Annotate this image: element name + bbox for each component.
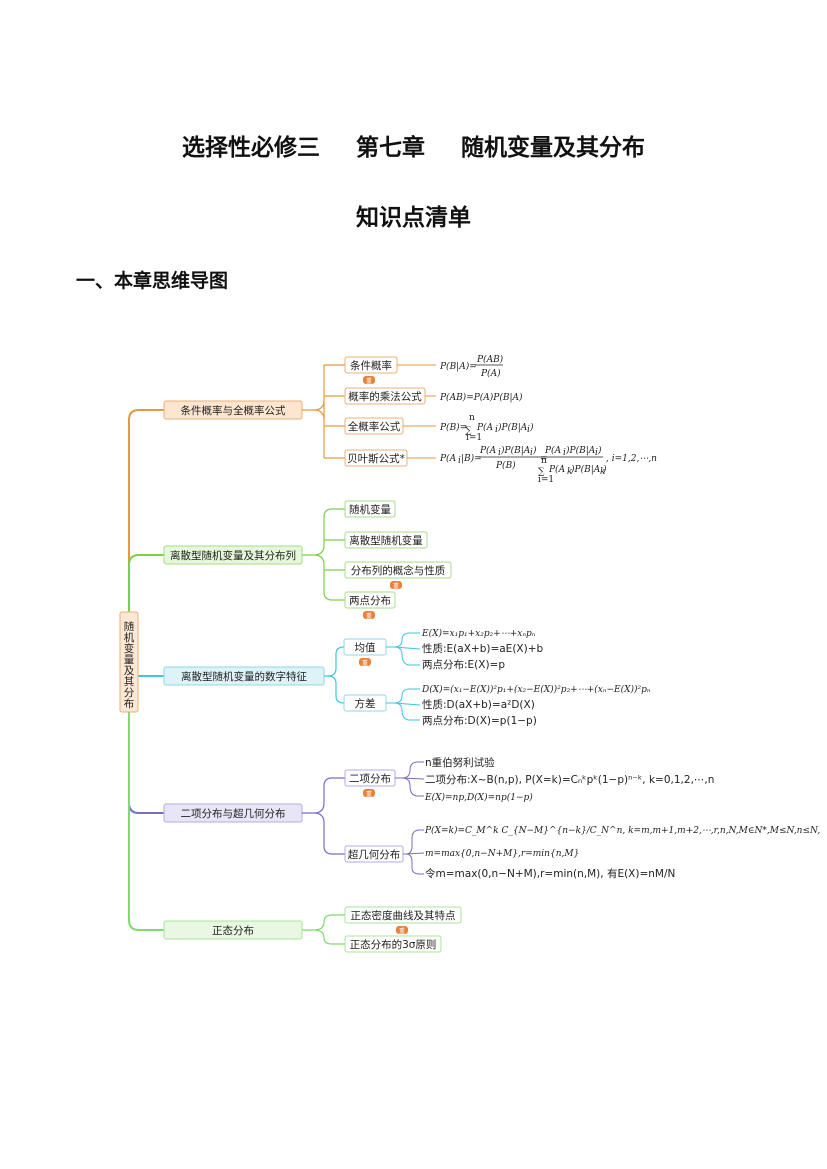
svg-text:∑: ∑ (538, 467, 545, 477)
svg-text:P(A: P(A (544, 445, 562, 456)
branch-binomial-hypergeometric: 二项分布与超几何分布 二项分布 重 n重伯努利试验 二项分布:X~B(n,p),… (163, 756, 820, 880)
svg-text:): ) (529, 422, 534, 433)
svg-text:重: 重 (393, 582, 399, 590)
item-label: 离散型随机变量 (349, 534, 423, 547)
section-heading: 一、本章思维导图 (76, 270, 229, 292)
branch-label: 正态分布 (212, 924, 254, 937)
item-label: 随机变量 (349, 503, 391, 516)
root-label: 随机变量及其分布 (124, 620, 135, 710)
svg-text:i: i (530, 448, 533, 458)
svg-text:i=1: i=1 (466, 433, 482, 443)
svg-text:): ) (597, 445, 602, 456)
item-label: 分布列的概念与性质 (351, 564, 446, 577)
formula-binomial-mean: E(X)=np,D(X)=np(1−p) (424, 792, 533, 803)
document-title: 选择性必修三 第七章 随机变量及其分布 (0, 128, 827, 162)
formula-binomial: 二项分布:X~B(n,p), P(X=k)=Cₙᵏpᵏ(1−p)ⁿ⁻ᵏ, k=0… (425, 774, 714, 786)
badge-text: 重 (366, 377, 372, 385)
title-part-course: 选择性必修三 (182, 134, 320, 161)
branch-discrete-distribution: 离散型随机变量及其分布列 随机变量 离散型随机变量 分布列的概念与性质 重 两点… (163, 500, 452, 620)
formula-variance-property: 性质:D(aX+b)=a²D(X) (422, 698, 535, 711)
item-label: 二项分布 (349, 773, 391, 785)
formula-total-probability: P(B)= (439, 422, 467, 433)
svg-text:∑: ∑ (465, 426, 472, 436)
svg-text:i: i (595, 448, 598, 458)
svg-text:i: i (563, 448, 566, 458)
svg-text:P(A): P(A) (480, 368, 501, 379)
svg-text:重: 重 (399, 927, 405, 935)
badge-icon (359, 658, 371, 666)
title-part-chapter: 第七章 (356, 134, 425, 161)
branch-conditional-probability: 条件概率与全概率公式 条件概率 重 P(B|A)= P(AB) P(A) 概率的… (163, 354, 657, 485)
badge-icon (363, 789, 375, 797)
svg-text:)P(B|A: )P(B|A (565, 445, 596, 456)
svg-text:重: 重 (362, 659, 368, 667)
svg-text:n: n (541, 456, 547, 466)
svg-text:): ) (532, 445, 537, 456)
formula-variance-two-point: 两点分布:D(X)=p(1−p) (422, 715, 537, 727)
root-node (119, 611, 139, 713)
branch-numerical-characteristics: 离散型随机变量的数字特征 均值 重 E(X)=x₁p₁+x₂p₂+⋯+xₙpₙ … (163, 628, 651, 727)
branch-label: 条件概率与全概率公式 (181, 404, 286, 417)
svg-text:)P(B|A: )P(B|A (497, 422, 528, 433)
item-label: 两点分布 (349, 595, 391, 607)
svg-text:P(A: P(A (548, 464, 566, 475)
bernoulli-trial: n重伯努利试验 (425, 756, 495, 769)
document-subtitle: 知识点清单 (356, 204, 471, 231)
svg-text:)P(B|A: )P(B|A (500, 445, 531, 456)
formula-mean-property: 性质:E(aX+b)=aE(X)+b (422, 642, 544, 655)
branch-normal-distribution: 正态分布 正态密度曲线及其特点 重 正态分布的3σ原则 (163, 906, 462, 953)
item-label: 贝叶斯公式* (347, 452, 405, 465)
svg-text:P(B): P(B) (495, 460, 516, 471)
formula-bayes: P(A (439, 453, 457, 464)
item-label: 方差 (355, 697, 376, 710)
root-connectors (128, 409, 164, 931)
svg-text:k: k (600, 467, 605, 477)
branch-label: 离散型随机变量的数字特征 (181, 670, 307, 683)
item-label: 全概率公式 (348, 420, 401, 433)
formula-mean-two-point: 两点分布:E(X)=p (422, 659, 505, 671)
svg-text:i=1: i=1 (538, 475, 554, 485)
formula-hypergeometric-mean: 令m=max(0,n−N+M),r=min(n,M), 有E(X)=nM/N (425, 867, 675, 880)
svg-text:i: i (498, 448, 501, 458)
formula-mean: E(X)=x₁p₁+x₂p₂+⋯+xₙpₙ (421, 628, 536, 639)
item-label: 条件概率 (350, 359, 392, 372)
svg-text:n: n (469, 413, 475, 423)
item-label: 正态分布的3σ原则 (350, 938, 437, 951)
svg-text:重: 重 (366, 790, 372, 798)
svg-text:P(AB): P(AB) (476, 354, 504, 365)
item-label: 均值 (355, 641, 376, 654)
svg-text:P(A: P(A (476, 422, 494, 433)
svg-text:): ) (602, 464, 607, 475)
formula-hypergeometric: P(X=k)=C_M^k C_{N−M}^{n−k}/C_N^n, k=m,m+… (424, 825, 820, 836)
branch-label: 离散型随机变量及其分布列 (170, 549, 296, 562)
svg-text:=: = (540, 454, 548, 464)
svg-text:i: i (458, 456, 461, 466)
badge-icon (390, 581, 402, 589)
svg-text:重: 重 (366, 612, 372, 620)
badge-icon (363, 611, 375, 619)
svg-text:k: k (567, 467, 572, 477)
branch-label: 二项分布与超几何分布 (181, 807, 286, 820)
svg-text:i: i (527, 425, 530, 435)
formula-multiplication: P(AB)=P(A)P(B|A) (439, 392, 523, 403)
svg-text:|B)=: |B)= (461, 453, 482, 464)
item-label: 正态密度曲线及其特点 (351, 909, 456, 922)
badge-icon (363, 376, 375, 384)
item-label: 概率的乘法公式 (348, 390, 422, 403)
svg-text:)P(B|A: )P(B|A (570, 464, 601, 475)
title-part-topic: 随机变量及其分布 (461, 134, 645, 161)
svg-text:i: i (495, 425, 498, 435)
svg-text:, i=1,2,⋯,n: , i=1,2,⋯,n (606, 454, 657, 464)
formula-hypergeometric-range: m=max{0,n−N+M},r=min{n,M} (425, 849, 579, 859)
svg-text:P(A: P(A (479, 445, 497, 456)
item-label: 超几何分布 (348, 848, 401, 861)
formula-variance: D(X)=(x₁−E(X))²p₁+(x₂−E(X))²p₂+⋯+(xₙ−E(X… (421, 684, 651, 695)
formula-conditional: P(B|A)= (439, 361, 477, 372)
badge-icon (396, 926, 408, 934)
